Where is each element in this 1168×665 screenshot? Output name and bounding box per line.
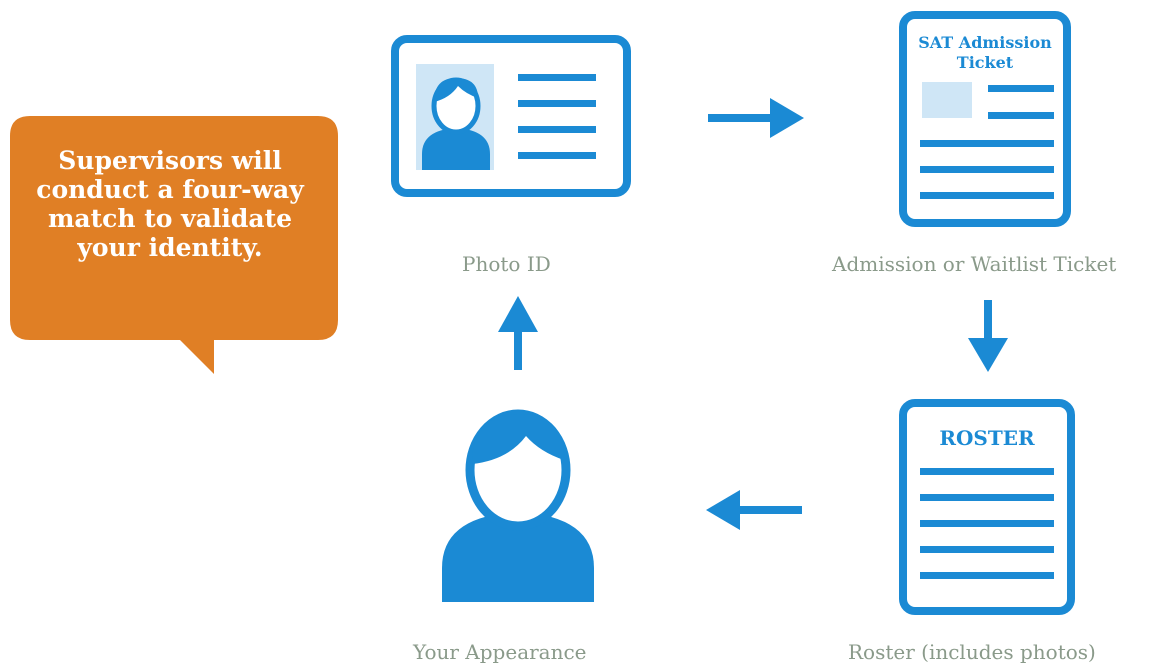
ticket-title-line2: Ticket bbox=[957, 53, 1014, 72]
roster-icon: ROSTER bbox=[899, 399, 1075, 615]
person-icon bbox=[442, 409, 594, 602]
callout-text: Supervisors will conduct a four-way matc… bbox=[36, 146, 304, 262]
roster-label: Roster (includes photos) bbox=[848, 640, 1096, 664]
roster-title: ROSTER bbox=[939, 426, 1035, 450]
admission-label: Admission or Waitlist Ticket bbox=[832, 252, 1117, 276]
photo-id-label: Photo ID bbox=[462, 252, 551, 276]
arrow-up-icon bbox=[498, 296, 538, 370]
photo-id-icon bbox=[391, 35, 631, 197]
arrow-down-icon bbox=[968, 300, 1008, 372]
admission-ticket-icon: SAT Admission Ticket bbox=[899, 11, 1071, 227]
ticket-title-line1: SAT Admission bbox=[918, 33, 1052, 52]
arrow-right-icon bbox=[708, 98, 804, 138]
appearance-label: Your Appearance bbox=[413, 640, 587, 664]
arrow-left-icon bbox=[706, 490, 802, 530]
